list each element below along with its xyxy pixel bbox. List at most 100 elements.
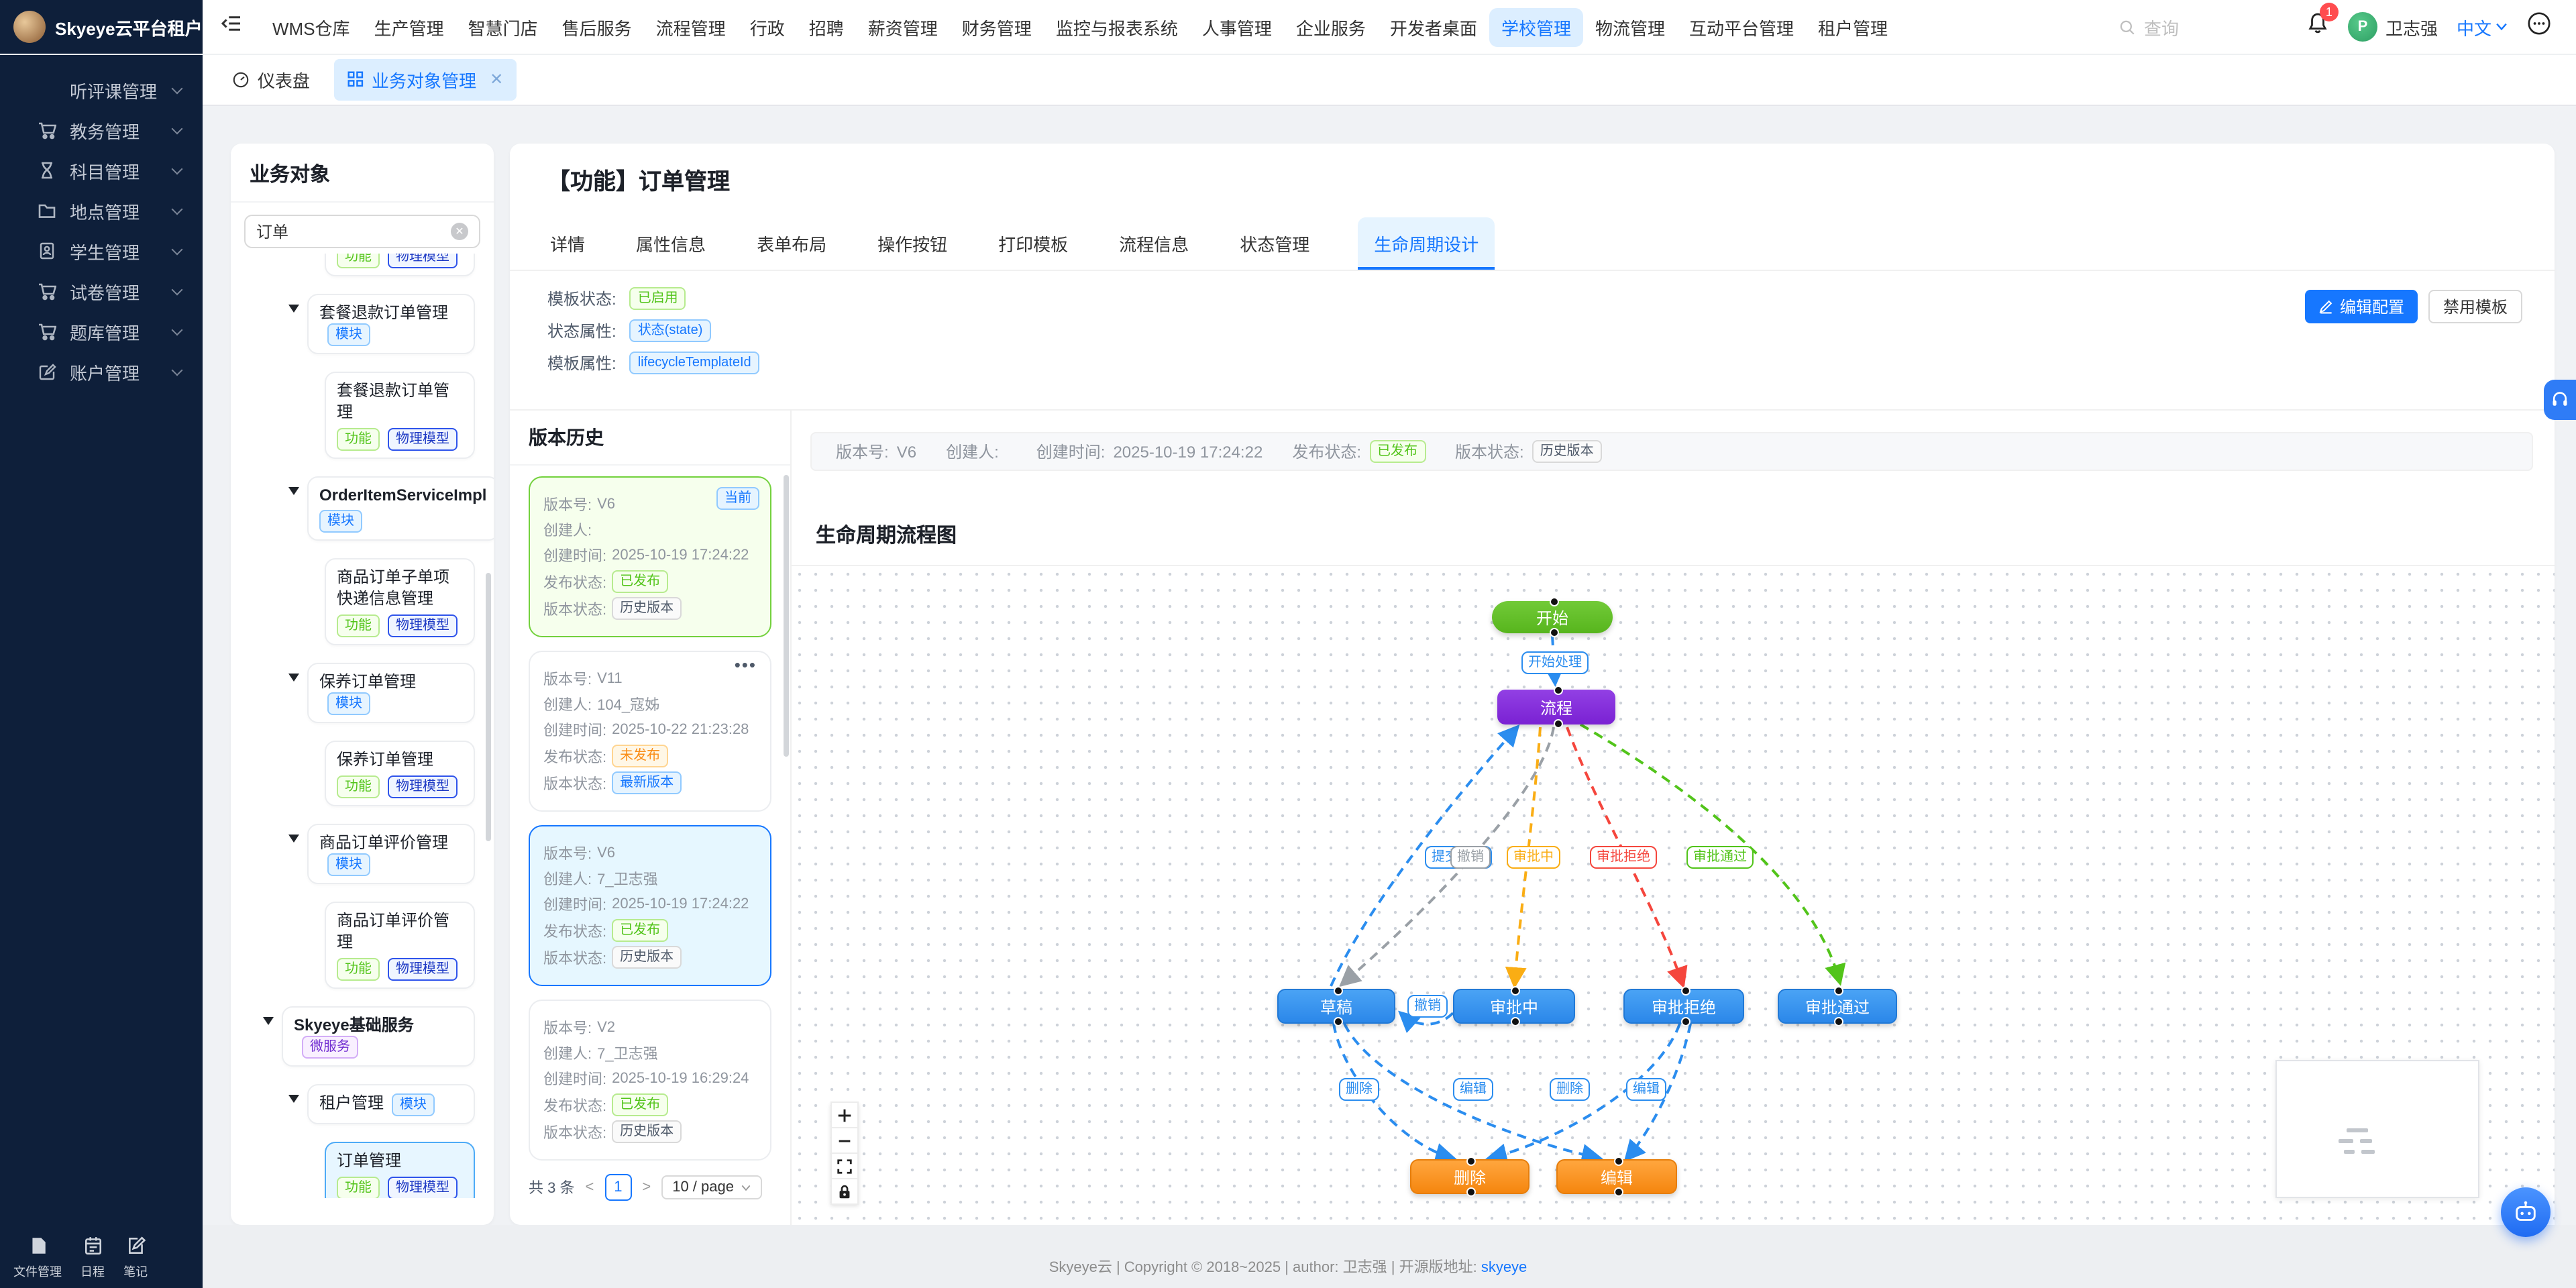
sidebar-item-5[interactable]: 学生管理 [0, 231, 203, 271]
tab-dashboard[interactable]: 仪表盘 [221, 60, 321, 99]
nav-menu-item-2[interactable]: 生产管理 [374, 18, 444, 38]
dock-file[interactable]: 文件管理 [13, 1236, 62, 1280]
canvas-minus-button[interactable] [830, 1127, 859, 1154]
caret-down-icon[interactable] [288, 487, 299, 495]
edge-label-lbl-edit2[interactable]: 编辑 [1626, 1078, 1666, 1101]
flow-node-flow[interactable]: 流程 [1497, 686, 1615, 729]
opensource-link[interactable]: skyeye [1481, 1260, 1527, 1276]
flow-node-start[interactable]: 开始 [1492, 597, 1613, 637]
dock-calendar[interactable]: 日程 [80, 1236, 105, 1280]
edge-label-lbl-reject[interactable]: 审批拒绝 [1590, 846, 1657, 869]
sidebar-item-3[interactable]: 科目管理 [0, 150, 203, 191]
disable-template-button[interactable]: 禁用模板 [2428, 290, 2522, 323]
caret-down-icon[interactable] [288, 674, 299, 682]
flow-node-del[interactable]: 删除 [1410, 1157, 1529, 1197]
assistant-fab[interactable] [2501, 1187, 2551, 1237]
detail-tab-7[interactable]: 状态管理 [1240, 235, 1310, 255]
nav-menu-item-3[interactable]: 智慧门店 [468, 18, 538, 38]
clear-search-icon[interactable]: ✕ [451, 223, 468, 240]
detail-tab-5[interactable]: 打印模板 [998, 235, 1069, 255]
language-switcher[interactable]: 中文 [2457, 14, 2508, 40]
nav-menu-item-10[interactable]: 监控与报表系统 [1055, 18, 1178, 38]
global-search[interactable]: 查询 [2118, 14, 2293, 40]
sidebar-item-7[interactable]: 题库管理 [0, 311, 203, 352]
edge-label-lbl-del2[interactable]: 删除 [1550, 1078, 1590, 1101]
detail-tab-1[interactable]: 详情 [550, 235, 586, 255]
version-scrollbar[interactable] [784, 475, 789, 757]
flow-node-rejected[interactable]: 审批拒绝 [1623, 986, 1744, 1026]
canvas-fit-button[interactable] [830, 1152, 859, 1179]
edge-label-lbl-start-handle[interactable]: 开始处理 [1521, 651, 1589, 674]
nav-menu-item-4[interactable]: 售后服务 [561, 18, 632, 38]
nav-menu-item-11[interactable]: 人事管理 [1201, 18, 1272, 38]
nav-menu-item-5[interactable]: 流程管理 [655, 18, 726, 38]
next-page-button[interactable]: > [642, 1179, 651, 1195]
tree-node-module[interactable]: 保养订单管理模块 [307, 663, 475, 723]
tree-node-leaf[interactable]: 功能物理模型 [325, 254, 475, 276]
detail-tab-8[interactable]: 生命周期设计 [1358, 217, 1495, 270]
edge-label-lbl-approve[interactable]: 审批通过 [1686, 846, 1754, 869]
nav-menu-item-17[interactable]: 租户管理 [1818, 18, 1888, 38]
tree-scrollbar[interactable] [486, 573, 491, 841]
prev-page-button[interactable]: < [585, 1179, 594, 1195]
dock-note[interactable]: 笔记 [123, 1236, 148, 1280]
caret-down-icon[interactable] [288, 305, 299, 313]
tree-node-module[interactable]: 商品订单评价管理模块 [307, 824, 475, 884]
caret-down-icon[interactable] [288, 1095, 299, 1103]
close-tab-icon[interactable]: ✕ [490, 70, 504, 89]
sidebar-item-2[interactable]: 教务管理 [0, 110, 203, 150]
nav-menu-item-13[interactable]: 开发者桌面 [1389, 18, 1477, 38]
nav-menu-item-12[interactable]: 企业服务 [1295, 18, 1366, 38]
detail-tab-3[interactable]: 表单布局 [757, 235, 827, 255]
page-number[interactable]: 1 [604, 1174, 632, 1201]
nav-menu-item-9[interactable]: 财务管理 [961, 18, 1032, 38]
sidebar-item-4[interactable]: 地点管理 [0, 191, 203, 231]
tab-business-objects[interactable]: 业务对象管理 ✕ [334, 58, 517, 100]
tree-node-leaf[interactable]: 订单管理功能物理模型 [325, 1142, 475, 1198]
flow-node-approved[interactable]: 审批通过 [1778, 986, 1897, 1026]
flow-canvas[interactable]: 开始流程草稿审批中审批拒绝审批通过删除编辑开始处理提交审批撤销审批中审批拒绝审批… [792, 565, 2555, 1225]
caret-down-icon[interactable] [288, 835, 299, 843]
edge-label-lbl-revoke-gray[interactable]: 撤销 [1450, 846, 1491, 869]
nav-menu-item-15[interactable]: 物流管理 [1595, 18, 1665, 38]
edge-label-lbl-del1[interactable]: 删除 [1339, 1078, 1379, 1101]
sidebar-item-8[interactable]: 账户管理 [0, 352, 203, 392]
edge-label-lbl-edit1[interactable]: 编辑 [1453, 1078, 1493, 1101]
edge-label-lbl-approving[interactable]: 审批中 [1507, 846, 1560, 869]
tree-node-leaf[interactable]: 保养订单管理功能物理模型 [325, 741, 475, 806]
page-size-select[interactable]: 10 / page [661, 1175, 762, 1199]
tree-node-leaf[interactable]: 商品订单评价管理功能物理模型 [325, 902, 475, 989]
edge-label-lbl-revoke[interactable]: 撤销 [1407, 995, 1448, 1018]
nav-menu-item-8[interactable]: 薪资管理 [867, 18, 938, 38]
tree-node-leaf[interactable]: 套餐退款订单管理功能物理模型 [325, 372, 475, 459]
detail-tab-2[interactable]: 属性信息 [636, 235, 706, 255]
flow-node-draft[interactable]: 草稿 [1277, 986, 1395, 1026]
logo-block[interactable]: Skyeye云平台租户 [0, 0, 203, 54]
card-menu-icon[interactable]: ••• [734, 655, 757, 675]
flow-node-edit[interactable]: 编辑 [1556, 1157, 1677, 1197]
tree-node-leaf[interactable]: 商品订单子单项快递信息管理功能物理模型 [325, 558, 475, 645]
tree-node-service[interactable]: Skyeye基础服务微服务 [282, 1006, 475, 1067]
chat-button[interactable] [2526, 11, 2552, 43]
detail-tab-6[interactable]: 流程信息 [1119, 235, 1189, 255]
nav-menu-item-7[interactable]: 招聘 [808, 18, 844, 38]
nav-menu-item-16[interactable]: 互动平台管理 [1689, 18, 1794, 38]
nav-menu-item-1[interactable]: WMS仓库 [272, 18, 350, 38]
sidebar-collapse-icon[interactable] [221, 15, 241, 39]
flow-node-approving[interactable]: 审批中 [1453, 986, 1575, 1026]
canvas-minimap[interactable] [2275, 1060, 2479, 1198]
canvas-plus-button[interactable] [830, 1102, 859, 1128]
tree-search-input[interactable]: 订单 ✕ [244, 215, 480, 248]
nav-menu-item-14[interactable]: 学校管理 [1489, 7, 1583, 46]
notification-bell[interactable]: 1 [2306, 3, 2339, 42]
user-menu[interactable]: P 卫志强 [2347, 12, 2438, 42]
support-side-button[interactable] [2544, 380, 2576, 420]
nav-menu-item-6[interactable]: 行政 [749, 18, 785, 38]
sidebar-item-6[interactable]: 试卷管理 [0, 271, 203, 311]
edit-config-button[interactable]: 编辑配置 [2304, 290, 2418, 323]
sidebar-item-1[interactable]: 听评课管理 [0, 70, 203, 110]
